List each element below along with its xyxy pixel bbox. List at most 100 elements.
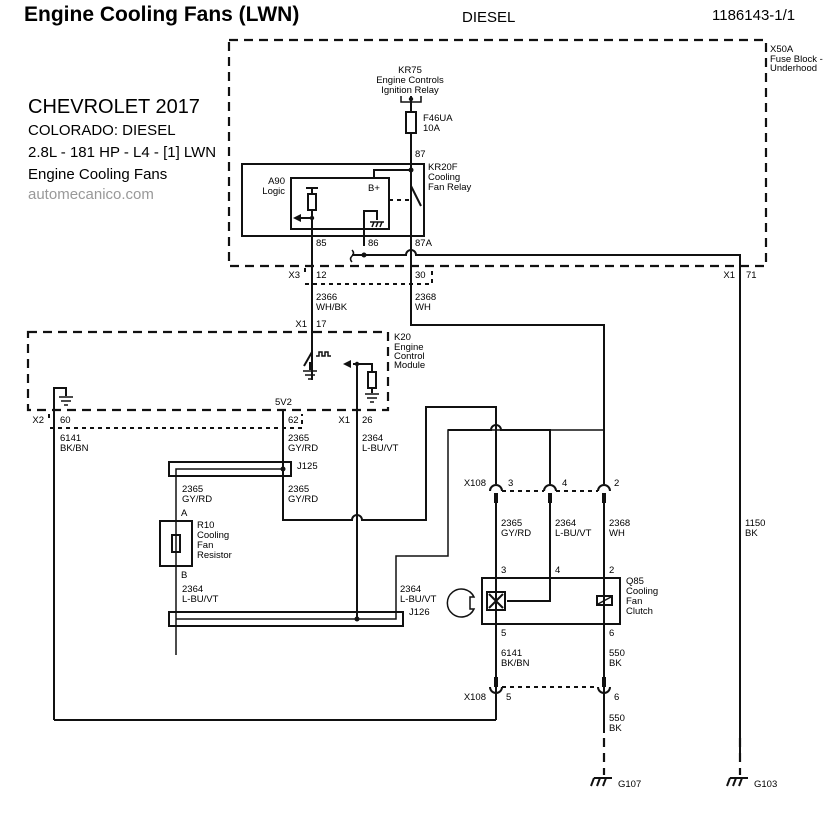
junction-87 bbox=[408, 167, 414, 173]
pwm-signal-icon bbox=[316, 351, 331, 357]
j126-splice bbox=[168, 611, 404, 627]
q85-pin-5: 5 bbox=[501, 628, 506, 639]
q85-id: Q85 bbox=[626, 576, 644, 587]
speed-sensor-icon bbox=[486, 591, 506, 611]
bplus-wire bbox=[373, 169, 411, 178]
w1150-circuit: 1150 bbox=[745, 518, 765, 529]
w1150-color: BK bbox=[745, 528, 758, 539]
x108-top-pin-3: 3 bbox=[508, 478, 513, 489]
w2365-d-circuit: 2365 bbox=[501, 518, 522, 529]
q85-pin-3: 3 bbox=[501, 565, 506, 576]
r10-box bbox=[159, 520, 193, 567]
w2368-b-color: WH bbox=[609, 528, 625, 539]
fuse-rating: 10A bbox=[423, 123, 441, 134]
w2364-d-circuit: 2364 bbox=[555, 518, 576, 529]
x108-pin6-terminal bbox=[602, 677, 606, 687]
kr20f-name-2: Fan Relay bbox=[428, 182, 472, 193]
x1-71-id: X1 bbox=[723, 270, 735, 281]
pin-86-label: 86 bbox=[368, 238, 379, 249]
w2365-b-color: GY/RD bbox=[182, 494, 212, 505]
a90-logic-box bbox=[290, 177, 390, 230]
w2365-b-circuit: 2365 bbox=[182, 484, 203, 495]
fuse-id: F46UA bbox=[423, 113, 453, 124]
x3-id: X3 bbox=[288, 270, 300, 281]
ecm-outline bbox=[26, 330, 390, 412]
a90-arrow-icon bbox=[293, 214, 301, 222]
fuse-icon bbox=[405, 111, 417, 134]
bplus-label: B+ bbox=[368, 183, 380, 194]
g107-ground-icon bbox=[590, 777, 612, 787]
x1-17-id: X1 bbox=[295, 319, 307, 330]
q85-box bbox=[481, 577, 621, 625]
w2364-b-circuit: 2364 bbox=[182, 584, 203, 595]
w550-b-color: BK bbox=[609, 723, 622, 734]
wire-2364-to-q85 bbox=[507, 493, 551, 602]
w2364-b-color: L-BU/VT bbox=[182, 594, 219, 605]
a90-ground-icon bbox=[370, 221, 384, 228]
q85-pin-2: 2 bbox=[609, 565, 614, 576]
document-id: 1186143-1/1 bbox=[712, 7, 796, 24]
wire-break-icon bbox=[349, 249, 355, 263]
w2364-a-circuit: 2364 bbox=[362, 433, 383, 444]
k20-id: K20 bbox=[394, 332, 411, 343]
g103-label: G103 bbox=[754, 779, 777, 790]
wire-1150 bbox=[352, 249, 741, 760]
x108-bottom-id: X108 bbox=[464, 692, 486, 703]
w6141-b-color: BK/BN bbox=[501, 658, 530, 669]
ecm-resistor-ground-icon bbox=[365, 393, 379, 403]
pin-87-label: 87 bbox=[415, 149, 426, 160]
ref-5v2-label: 5V2 bbox=[275, 397, 292, 408]
variant-label: DIESEL bbox=[462, 9, 516, 26]
j125-internal-wire bbox=[175, 468, 283, 655]
vehicle-model: COLORADO: DIESEL bbox=[28, 122, 176, 139]
w2366-color: WH/BK bbox=[316, 302, 348, 313]
x2-id: X2 bbox=[32, 415, 44, 426]
w6141-b-circuit: 6141 bbox=[501, 648, 522, 659]
relay-switch-icon bbox=[410, 185, 422, 207]
w2366-circuit: 2366 bbox=[316, 292, 337, 303]
x108-bottom-pin-5: 5 bbox=[506, 692, 511, 703]
w2368-b-circuit: 2368 bbox=[609, 518, 630, 529]
q85-name-1: Cooling bbox=[626, 586, 658, 597]
q85-pin-6: 6 bbox=[609, 628, 614, 639]
ecm-pullup-resistor-icon bbox=[367, 371, 377, 389]
x1-71-pin: 71 bbox=[746, 270, 757, 281]
w2365-a-circuit: 2365 bbox=[288, 433, 309, 444]
w2365-c-color: GY/RD bbox=[288, 494, 318, 505]
w2365-d-color: GY/RD bbox=[501, 528, 531, 539]
kr20f-id: KR20F bbox=[428, 162, 458, 173]
r10-name-1: Cooling bbox=[197, 530, 229, 541]
a90-id: A90 bbox=[268, 176, 285, 187]
clutch-coil-icon bbox=[596, 595, 613, 606]
clutch-coil-diagonal bbox=[597, 596, 612, 605]
r10-id: R10 bbox=[197, 520, 214, 531]
j126-internal-wire bbox=[176, 429, 604, 620]
r10-resistor-icon bbox=[171, 534, 181, 553]
kr20f-name-1: Cooling bbox=[428, 172, 460, 183]
j125-junction bbox=[280, 466, 286, 472]
j125-id: J125 bbox=[297, 461, 318, 472]
w550-a-color: BK bbox=[609, 658, 622, 669]
w6141-a-color: BK/BN bbox=[60, 443, 89, 454]
w550-a-circuit: 550 bbox=[609, 648, 625, 659]
x3-pin-12: 12 bbox=[316, 270, 327, 281]
r10-name-2: Fan bbox=[197, 540, 213, 551]
x2-pin-60: 60 bbox=[60, 415, 71, 426]
w2365-c-circuit: 2365 bbox=[288, 484, 309, 495]
x108-top-pin-2: 2 bbox=[614, 478, 619, 489]
x108-top-id: X108 bbox=[464, 478, 486, 489]
a90-name: Logic bbox=[262, 186, 285, 197]
w2364-a-color: L-BU/VT bbox=[362, 443, 399, 454]
wire-6141 bbox=[53, 387, 67, 720]
w2364-c-circuit: 2364 bbox=[400, 584, 421, 595]
j125-splice bbox=[168, 461, 292, 477]
w550-b-circuit: 550 bbox=[609, 713, 625, 724]
ecm-input-wire bbox=[353, 363, 373, 372]
r10-pin-b: B bbox=[181, 570, 187, 581]
ecm-ground-icon bbox=[59, 396, 73, 406]
kr75-id: KR75 bbox=[398, 65, 422, 76]
wire-2365 bbox=[282, 406, 497, 521]
fan-rotation-icon bbox=[446, 588, 476, 618]
q85-pin-4: 4 bbox=[555, 565, 560, 576]
